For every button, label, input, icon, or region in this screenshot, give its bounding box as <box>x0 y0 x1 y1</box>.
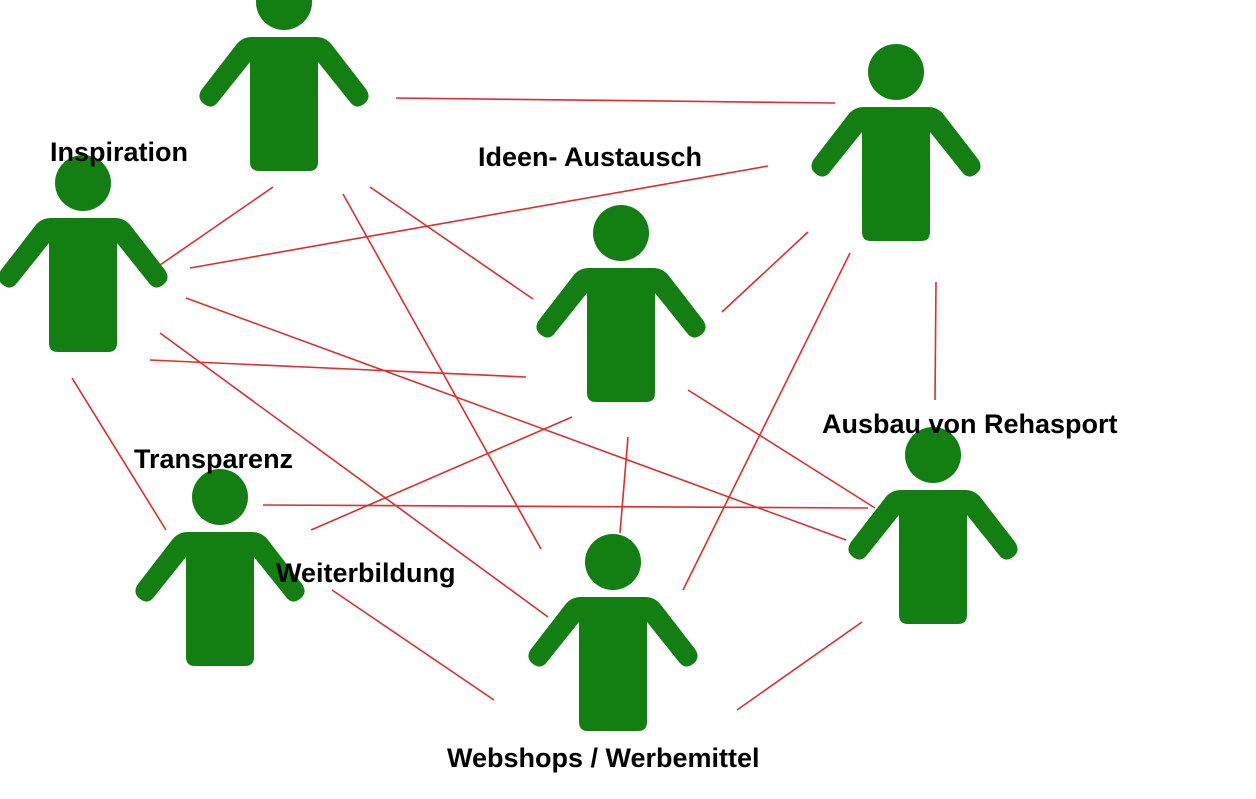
connection-line <box>395 97 836 104</box>
connection-lines <box>71 97 937 711</box>
connection-line <box>682 252 851 591</box>
connection-line <box>721 231 809 313</box>
label-ideen-austausch: Ideen- Austausch <box>478 142 703 172</box>
connection-line <box>369 186 534 300</box>
connection-line <box>159 332 549 618</box>
label-ausbau-rehasport: Ausbau von Rehasport <box>822 409 1118 439</box>
person-icon <box>811 44 981 241</box>
connection-line <box>262 504 869 509</box>
person-icon <box>199 0 369 171</box>
connection-line <box>185 297 847 541</box>
connection-line <box>934 281 937 401</box>
connection-line <box>189 165 769 269</box>
person-icon <box>848 427 1018 624</box>
person-icon <box>0 155 168 352</box>
person-icon <box>536 205 706 402</box>
connection-line <box>71 377 167 531</box>
person-icon <box>528 534 698 731</box>
label-inspiration: Inspiration <box>50 137 189 167</box>
label-weiterbildung: Weiterbildung <box>276 558 456 588</box>
connection-line <box>331 589 495 701</box>
connection-line <box>342 193 542 550</box>
connection-line <box>736 621 863 711</box>
connection-line <box>619 436 629 534</box>
label-webshops-werbemittel: Webshops / Werbemittel <box>447 743 760 773</box>
label-transparenz: Transparenz <box>134 444 294 474</box>
connection-line <box>149 359 527 378</box>
connection-line <box>310 416 573 531</box>
connection-line <box>159 186 274 266</box>
connection-line <box>687 389 876 509</box>
